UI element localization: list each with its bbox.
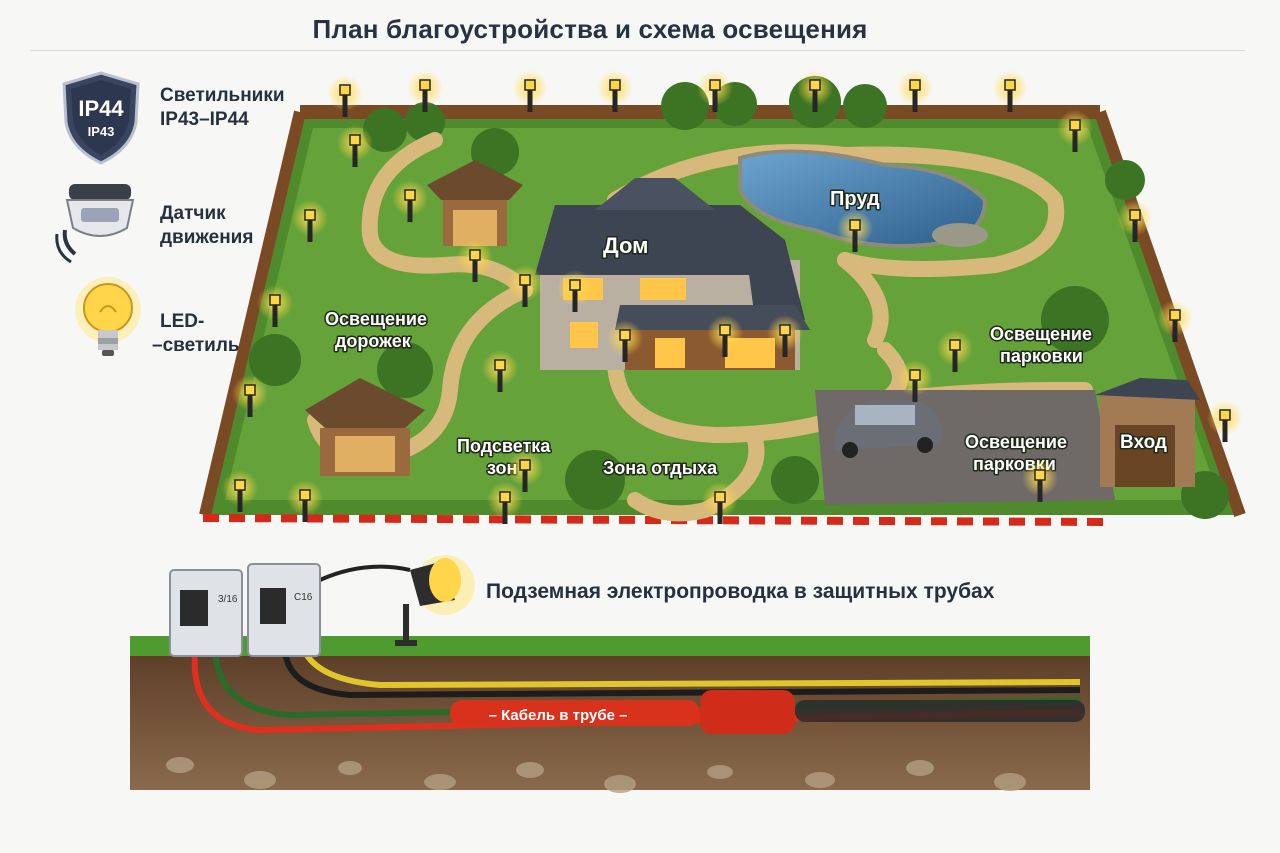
page-title: План благоустройства и схема освещения [312, 14, 868, 44]
trees [249, 76, 1229, 519]
rest-zone-label: Зона отдыха [603, 458, 718, 478]
landscape-plan: Пруд Дом Освещение дорожек [199, 70, 1246, 526]
cables [191, 564, 1081, 734]
lamp-post [837, 210, 873, 252]
lamp-post [482, 350, 518, 392]
parking-label-line1: Освещение [965, 432, 1067, 452]
lamp-post [337, 125, 373, 167]
lamp-post [1117, 200, 1153, 242]
gazebo-bottom [305, 378, 425, 476]
circuit-breaker-2: C16 [247, 563, 321, 657]
legend-ip-label-line2: IP43–IP44 [160, 109, 249, 130]
led-bulb-icon [74, 272, 144, 377]
legend-led-label-line1: LED- [160, 311, 205, 332]
lamp-post [222, 470, 258, 512]
ip43-badge-text: IP43 [88, 124, 115, 139]
circuit-breaker-1: 3/16 [169, 569, 243, 657]
parking-top-label-line1: Освещение [990, 324, 1092, 344]
legend-sensor-label-line1: Датчик [160, 203, 226, 224]
entrance-label: Вход [1120, 432, 1167, 453]
lamp-post [327, 75, 363, 117]
lamp-post [992, 70, 1028, 112]
lamp-post [1207, 400, 1243, 442]
lamp-post [487, 482, 523, 524]
pipe-coupling [700, 690, 795, 734]
legend-sensor-label-line2: движения [160, 227, 254, 248]
lamp-post [707, 315, 743, 357]
ip44-badge-text: IP44 [78, 96, 124, 121]
breaker2-text: C16 [294, 592, 313, 603]
lamp-post [897, 70, 933, 112]
front-border [202, 514, 1106, 526]
lamp-post [767, 315, 803, 357]
breaker1-text: 3/16 [218, 594, 238, 605]
lamp-post [607, 320, 643, 362]
lamp-post [1157, 300, 1193, 342]
lamp-post [392, 180, 428, 222]
lamp-post [1022, 460, 1058, 502]
paths-label-line2: дорожек [335, 331, 412, 351]
paths-label-line1: Освещение [325, 309, 427, 329]
lamp-post [507, 265, 543, 307]
car [835, 400, 943, 458]
legend-ip-label-line1: Светильники [160, 85, 285, 106]
gravel [166, 757, 1026, 793]
motion-sensor-icon [55, 178, 145, 269]
garden-lamps [222, 70, 1243, 524]
house [535, 178, 810, 370]
fence-left [199, 110, 306, 517]
lamp-post [287, 480, 323, 522]
house-label: Дом [603, 233, 648, 258]
entrance-gate [1095, 378, 1200, 487]
pond-label: Пруд [830, 188, 880, 210]
ip-shield-icon: IP44 IP43 [58, 70, 144, 171]
lamp-post [557, 270, 593, 312]
cable-pipe [450, 700, 700, 726]
lamp-post [232, 375, 268, 417]
legend-ip-label: Светильники IP43–IP44 [160, 84, 285, 132]
lamp-post [897, 360, 933, 402]
lamp-post [507, 450, 543, 492]
lamp-post [457, 240, 493, 282]
spotlight-icon [395, 555, 475, 646]
title-divider [30, 50, 1245, 51]
lamp-post [702, 482, 738, 524]
lamp-post [797, 70, 833, 112]
parking-top-label-line2: парковки [1000, 346, 1083, 366]
gazebo-top [427, 160, 523, 246]
zones-label-line1: Подсветка [457, 436, 551, 456]
grass-layer [130, 636, 1090, 656]
lamp-post [257, 285, 293, 327]
underground-section: – Кабель в трубе – 3/16 C16 [130, 555, 1090, 793]
lamp-post [597, 70, 633, 112]
lamp-post [937, 330, 973, 372]
wiring-caption: Подземная электропроводка в защитных тру… [486, 580, 995, 603]
legend-sensor-label: Датчик движения [160, 202, 253, 250]
lamp-post [1057, 110, 1093, 152]
lamp-post [512, 70, 548, 112]
lamp-post [697, 70, 733, 112]
pipe-label: – Кабель в трубе – [489, 707, 628, 724]
lamp-post [407, 70, 443, 112]
lamp-post [292, 200, 328, 242]
